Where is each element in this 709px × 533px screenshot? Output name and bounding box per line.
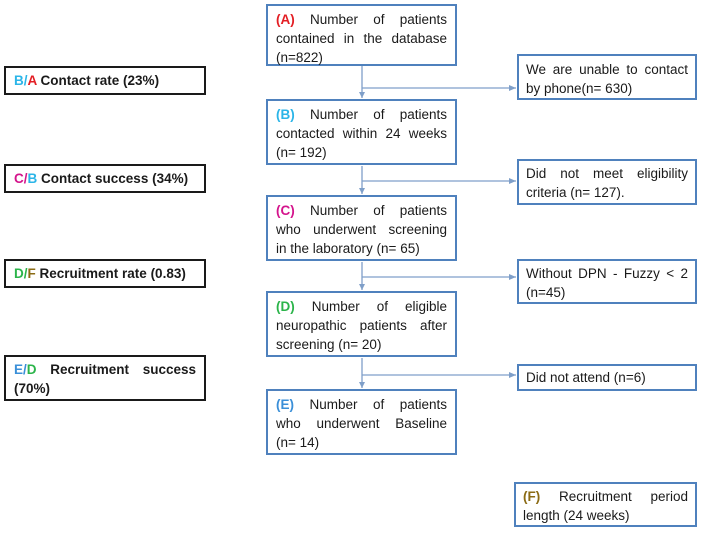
exclusion-4-line1: Did not attend (n=6) (526, 370, 646, 385)
box-c-line1: Number of patients (309, 203, 447, 218)
metric-3-sep: / (23, 266, 28, 281)
box-b-contacted: (B) Number of patients contacted within … (266, 99, 457, 165)
exclusion-box-criteria: Did not meet eligibility criteria (n= 12… (517, 159, 697, 205)
tag-e: (E) (276, 397, 294, 412)
metric-recruitment-success: E/D Recruitment success (70%) (4, 355, 206, 401)
metric-2-label: Contact success (34%) (41, 171, 189, 186)
exclusion-1-line2: by phone(n= 630) (526, 81, 633, 96)
tag-f: (F) (523, 489, 541, 504)
metric-3-num: D (14, 266, 24, 281)
metric-3-label: Recruitment rate (0.83) (39, 266, 186, 281)
period-line1: Recruitment period (558, 489, 688, 504)
metric-4-label-b: (70%) (14, 381, 51, 396)
box-a-line3: (n=822) (276, 50, 323, 65)
metric-1-den: A (27, 73, 37, 88)
metric-4-sep: / (23, 362, 27, 377)
period-line2: length (24 weeks) (523, 508, 630, 523)
tag-a: (A) (276, 12, 295, 27)
box-d-eligible: (D) Number of eligible neuropathic patie… (266, 291, 457, 357)
box-b-line2: contacted within 24 weeks (276, 126, 447, 141)
exclusion-3-line2: (n=45) (526, 285, 566, 300)
box-a-database: (A) Number of patients contained in the … (266, 4, 457, 66)
exclusion-box-without-dpn: Without DPN - Fuzzy < 2 (n=45) (517, 259, 697, 304)
metric-4-label-a: Recruitment success (50, 362, 196, 377)
tag-b: (B) (276, 107, 295, 122)
exclusion-box-no-phone: We are unable to contact by phone(n= 630… (517, 54, 697, 100)
box-d-line3: screening (n= 20) (276, 337, 382, 352)
metric-1-sep: / (23, 73, 28, 88)
metric-4-num: E (14, 362, 24, 377)
metric-1-label: Contact rate (23%) (40, 73, 160, 88)
exclusion-2-line2: criteria (n= 127). (526, 185, 625, 200)
tag-c: (C) (276, 203, 295, 218)
metric-contact-rate: B/A Contact rate (23%) (4, 66, 206, 95)
metric-4-den: D (26, 362, 37, 377)
exclusion-2-line1: Did not meet eligibility (526, 166, 688, 181)
box-d-line2: neuropathic patients after (276, 318, 447, 333)
metric-2-den: B (27, 171, 38, 186)
box-d-line1: Number of eligible (311, 299, 447, 314)
recruitment-period-box: (F) Recruitment period length (24 weeks) (514, 482, 697, 527)
box-c-line3: in the laboratory (n= 65) (276, 241, 420, 256)
metric-1-num: B (14, 73, 24, 88)
metric-2-num: C (14, 171, 24, 186)
metric-contact-success: C/B Contact success (34%) (4, 164, 206, 193)
exclusion-box-did-not-attend: Did not attend (n=6) (517, 364, 697, 391)
box-e-baseline: (E) Number of patients who underwent Bas… (266, 389, 457, 455)
exclusion-1-line1: We are unable to contact (526, 62, 688, 77)
metric-2-sep: / (23, 171, 28, 186)
box-e-line3: (n= 14) (276, 435, 320, 450)
box-a-line2: contained in the database (276, 31, 447, 46)
tag-d: (D) (276, 299, 295, 314)
box-b-line3: (n= 192) (276, 145, 327, 160)
box-e-line2: who underwent Baseline (276, 416, 447, 431)
box-a-line1: Number of patients (309, 12, 447, 27)
metric-recruitment-rate: D/F Recruitment rate (0.83) (4, 259, 206, 288)
box-c-line2: who underwent screening (276, 222, 447, 237)
exclusion-3-line1: Without DPN - Fuzzy < 2 (526, 266, 688, 281)
box-b-line1: Number of patients (309, 107, 447, 122)
box-c-screening: (C) Number of patients who underwent scr… (266, 195, 457, 261)
box-e-line1: Number of patients (309, 397, 447, 412)
metric-3-den: F (27, 266, 36, 281)
